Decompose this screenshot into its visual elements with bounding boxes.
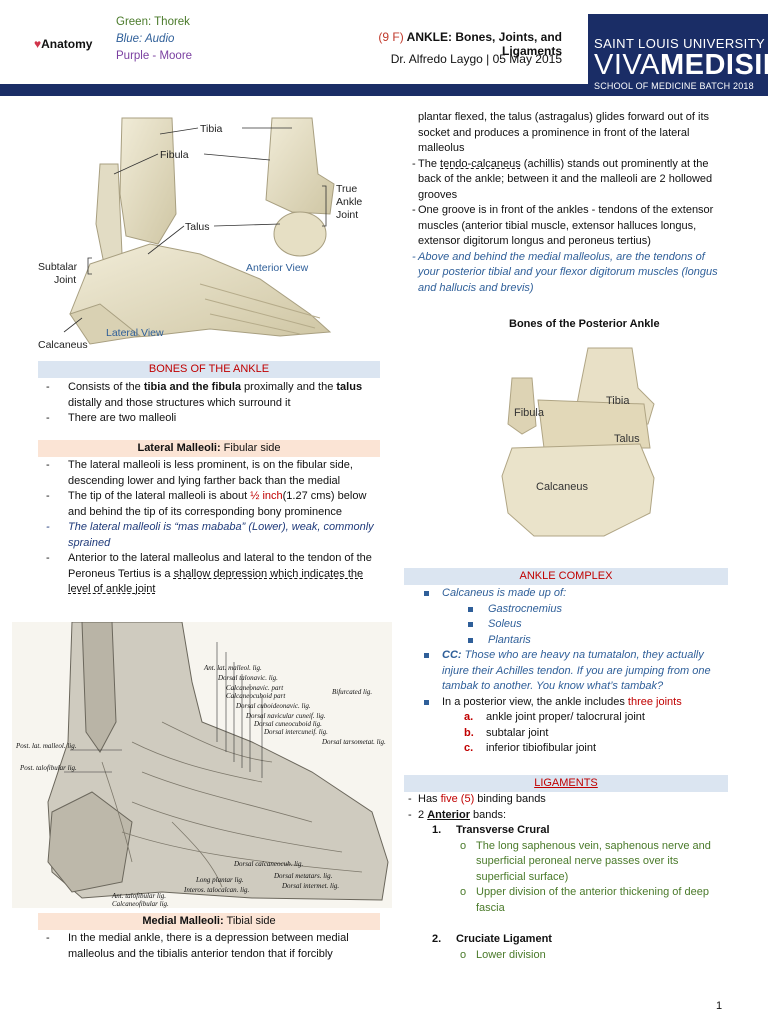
lig-label: Dorsal cuneocuboid lig.: [253, 720, 322, 728]
slu-logo: SAINT LOUIS UNIVERSITY VIVAMEDISINA SCHO…: [588, 14, 768, 96]
lig-label: Dorsal metatars. lig.: [273, 872, 333, 880]
complex-title: ANKLE COMPLEX: [404, 568, 728, 585]
list-item: The lateral malleoli is “mas mababa” (Lo…: [38, 520, 380, 551]
list-item: In the medial ankle, there is a depressi…: [38, 931, 380, 962]
label-joint: Joint: [336, 209, 358, 221]
label-true: True: [336, 183, 357, 195]
legend-purple: Purple - Moore: [116, 50, 193, 62]
label-subtalar: Subtalar: [38, 261, 78, 273]
lig-label: Interos. talocalcan. lig.: [183, 886, 250, 894]
list-item: Lower division: [404, 948, 728, 964]
label-calcaneus: Calcaneus: [38, 339, 88, 351]
posterior-label-talus: Talus: [614, 433, 640, 445]
list-item: 2.Cruciate Ligament: [432, 933, 552, 945]
bones-section: BONES OF THE ANKLE Consists of the tibia…: [38, 361, 380, 427]
heart-icon: ♥: [34, 37, 42, 51]
list-item: In a posterior view, the ankle includes …: [404, 695, 728, 711]
label-tibia: Tibia: [200, 123, 223, 135]
color-legend: Green: Thorek Blue: Audio Purple - Moore: [116, 14, 192, 65]
label-anterior-view: Anterior View: [246, 262, 309, 274]
list-item: The tendo-calcaneus (achillis) stands ou…: [404, 157, 724, 204]
list-item: b.subtalar joint: [464, 726, 549, 739]
legend-blue: Blue: Audio: [116, 33, 175, 45]
header-bar: [0, 84, 588, 96]
label-talus: Talus: [185, 221, 210, 233]
lig-label: Dorsal calcaneocub. lig.: [233, 860, 303, 868]
header: ♥Anatomy Green: Thorek Blue: Audio Purpl…: [0, 0, 768, 96]
lig-label: Dorsal navicular cuneif. lig.: [245, 712, 326, 720]
list-item: The lateral malleoli is less prominent, …: [38, 458, 380, 489]
list-item: Soleus: [404, 617, 728, 633]
posterior-ankle-figure: Bones of the Posterior Ankle Fibula Tibi…: [404, 308, 744, 560]
lig-label: Dorsal intercuneif. lig.: [263, 728, 328, 736]
ligaments-section: LIGAMENTS Has five (5) binding bands 2 A…: [404, 775, 728, 963]
list-item: Gastrocnemius: [404, 602, 728, 618]
ankle-notes-continued: plantar flexed, the talus (astragalus) g…: [404, 110, 724, 296]
lig-label: Bifurcated lig.: [332, 688, 372, 696]
lig-label: Dorsal cuboideonavic. lig.: [235, 702, 311, 710]
label-subtalar-joint: Joint: [54, 274, 76, 286]
lateral-title: Lateral Malleoli: Fibular side: [38, 440, 380, 457]
lig-label: Dorsal tarsometat. lig.: [321, 738, 386, 746]
list-item: One groove is in front of the ankles - t…: [404, 203, 724, 250]
list-item: CC: Those who are heavy na tumatalon, th…: [404, 648, 728, 695]
list-item: Consists of the tibia and the fibula pro…: [38, 380, 380, 411]
label-ankle: Ankle: [336, 196, 362, 208]
lig-label: Calcaneofibular lig.: [112, 900, 169, 908]
lig-label: Ant. talofibular lig.: [111, 892, 166, 900]
lig-label: Calcaneocuboid part: [226, 692, 286, 700]
lig-label: Calcaneonavic. part: [226, 684, 284, 692]
page-number: 1: [716, 1000, 723, 1012]
list-item: Upper division of the anterior thickenin…: [404, 885, 728, 916]
list-item: The long saphenous vein, saphenous nerve…: [404, 839, 728, 886]
ankle-ligaments-figure: Ant. lat. malleol. lig. Dorsal talonavic…: [12, 622, 392, 908]
subject-label: ♥Anatomy: [34, 37, 93, 51]
list-item: There are two malleoli: [38, 411, 380, 427]
document-title: (9 F) ANKLE: Bones, Joints, and Ligament…: [378, 30, 562, 58]
list-item: Anterior to the lateral malleolus and la…: [38, 551, 380, 598]
lateral-malleoli-section: Lateral Malleoli: Fibular side The later…: [38, 440, 380, 598]
lig-label: Long plantar lig.: [195, 876, 244, 884]
legend-green: Green: Thorek: [116, 16, 190, 28]
continued-text: plantar flexed, the talus (astragalus) g…: [418, 111, 710, 154]
label-lateral-view: Lateral View: [106, 327, 164, 339]
list-item: 1.Transverse Crural: [432, 824, 550, 836]
bones-title: BONES OF THE ANKLE: [38, 361, 380, 378]
posterior-label-calcaneus: Calcaneus: [536, 481, 588, 493]
list-item: Calcaneus is made up of:: [404, 586, 728, 602]
lig-label: Post. lat. malleol. lig.: [15, 742, 77, 750]
list-item: 2 Anterior bands:: [404, 808, 728, 824]
medial-title: Medial Malleoli: Tibial side: [38, 913, 380, 930]
posterior-figure-title: Bones of the Posterior Ankle: [509, 318, 660, 330]
list-item: The tip of the lateral malleoli is about…: [38, 489, 380, 520]
lig-label: Post. talofibular lig.: [19, 764, 77, 772]
medial-malleoli-section: Medial Malleoli: Tibial side In the medi…: [38, 913, 380, 962]
list-item: c.inferior tibiofibular joint: [464, 742, 597, 754]
label-fibula: Fibula: [160, 149, 189, 161]
list-item: a.ankle joint proper/ talocrural joint: [464, 711, 645, 723]
lig-label: Dorsal talonavic. lig.: [217, 674, 278, 682]
ankle-complex-section: ANKLE COMPLEX Calcaneus is made up of: G…: [404, 568, 728, 757]
ligaments-title: LIGAMENTS: [404, 775, 728, 792]
list-item: Plantaris: [404, 633, 728, 649]
lig-label: Dorsal intermet. lig.: [281, 882, 339, 890]
list-item: Has five (5) binding bands: [404, 792, 728, 808]
ankle-bones-figure: Tibia Fibula Talus True Ankle Joint Ante…: [30, 104, 380, 356]
posterior-label-fibula: Fibula: [514, 407, 545, 419]
list-item: Above and behind the medial malleolus, a…: [404, 250, 724, 297]
document-author: Dr. Alfredo Laygo | 05 May 2015: [390, 52, 562, 66]
posterior-label-tibia: Tibia: [606, 395, 630, 407]
lig-label: Ant. lat. malleol. lig.: [203, 664, 262, 672]
